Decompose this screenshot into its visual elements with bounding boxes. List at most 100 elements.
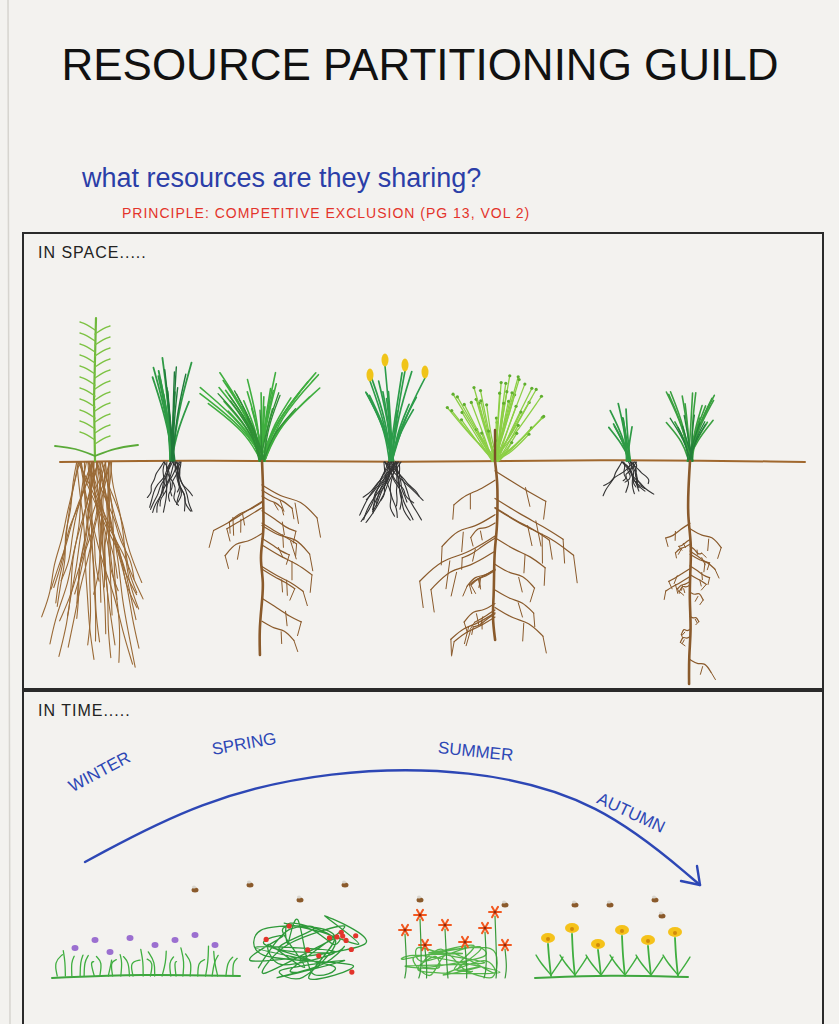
flower-stem [392, 371, 405, 461]
panel-box: IN SPACE..... [22, 232, 824, 690]
bee-wing [652, 896, 656, 899]
root-branch [697, 550, 698, 554]
root-branch [451, 572, 456, 596]
time-arrow [85, 770, 700, 885]
root-branch [701, 584, 706, 590]
root-branch [227, 508, 262, 529]
leaf-blade [171, 367, 176, 461]
root-branch [262, 485, 317, 518]
flower-centre [596, 943, 600, 947]
grass-blade [96, 956, 101, 976]
grass-blade [170, 957, 174, 976]
root-branch [262, 511, 296, 531]
leaf-blade [200, 388, 263, 461]
bush-leaf [518, 378, 521, 381]
fibrous-root [104, 462, 111, 587]
grass-blade [181, 948, 184, 976]
yellow-flower [591, 939, 605, 949]
fibrous-root [376, 462, 389, 506]
root-branch [525, 488, 529, 507]
root-branch [711, 672, 715, 679]
flower-stem [505, 949, 506, 978]
flower-centre [404, 929, 407, 932]
bush-leaf [485, 403, 488, 406]
leaf-blade [235, 391, 265, 461]
fibrous-root [167, 462, 179, 505]
root-branch [281, 580, 283, 592]
root-branch [262, 569, 295, 589]
fibrous-root [604, 462, 635, 486]
bush-leaf [480, 431, 483, 434]
bush-twig [497, 416, 544, 461]
flower-stem [425, 949, 427, 978]
root-branch [674, 576, 677, 584]
root-branch [478, 579, 480, 589]
leaf [610, 955, 625, 975]
leaf-blade [260, 382, 308, 461]
bee-wing [572, 901, 576, 904]
bush-leaf [508, 374, 511, 377]
root-branch [480, 531, 482, 540]
root-branch [700, 667, 702, 675]
root-branch [701, 572, 703, 579]
fibrous-root [176, 462, 192, 511]
leaf [586, 955, 601, 975]
grass-blade [123, 957, 129, 976]
root-branch [690, 616, 699, 621]
bush-leaf [514, 405, 517, 408]
bush-trunk [494, 430, 496, 461]
bush-leaf [505, 390, 508, 393]
root-branch [451, 613, 495, 639]
bush-twig [498, 443, 512, 461]
leaf [560, 955, 575, 975]
leaf [575, 957, 587, 975]
root-branch [282, 535, 284, 548]
root-branch [481, 617, 483, 625]
leaf-blade [692, 415, 695, 461]
flower-head [382, 354, 389, 367]
panel-box: IN TIME..... [22, 690, 824, 1024]
flower-centre [646, 939, 650, 943]
root-branch [682, 640, 684, 644]
yellow-flower [565, 923, 579, 933]
root-branch [519, 577, 523, 592]
flower-centre [504, 944, 507, 947]
scribble-bush [250, 916, 367, 980]
leaf-blade [666, 392, 690, 461]
fibrous-root [105, 462, 119, 662]
bee-wing [342, 881, 346, 884]
fibrous-root [153, 462, 174, 512]
red-flower [349, 947, 354, 952]
bee-wing [659, 912, 663, 915]
arrow-head [681, 866, 700, 885]
root-branch [454, 617, 495, 642]
bush-twig [487, 405, 498, 461]
leaf [80, 322, 95, 330]
fibrous-root [360, 462, 392, 515]
root-branch [479, 579, 481, 588]
root-branch [680, 637, 690, 643]
root-branch [690, 660, 711, 673]
flower-centre [494, 911, 497, 914]
root-branch [209, 530, 213, 547]
leaf-blade [670, 418, 691, 461]
purple-flower [212, 942, 219, 948]
root-branch [682, 632, 685, 635]
bush-leaf [500, 381, 503, 384]
leaf-blade [200, 394, 265, 461]
flower-centre [464, 941, 467, 944]
purple-flower [72, 945, 79, 951]
root-branch [291, 541, 297, 559]
leaf-blade [689, 423, 700, 461]
root-branch [291, 561, 292, 579]
grass-blade [198, 960, 205, 976]
flower-stem [419, 919, 421, 978]
leaf-blade [622, 418, 626, 461]
root-branch [544, 568, 546, 586]
season-label: WINTER [65, 748, 133, 797]
root-branch [708, 539, 709, 551]
leaf-blade [241, 407, 264, 461]
leaf [536, 955, 551, 975]
root-branch [696, 622, 699, 625]
